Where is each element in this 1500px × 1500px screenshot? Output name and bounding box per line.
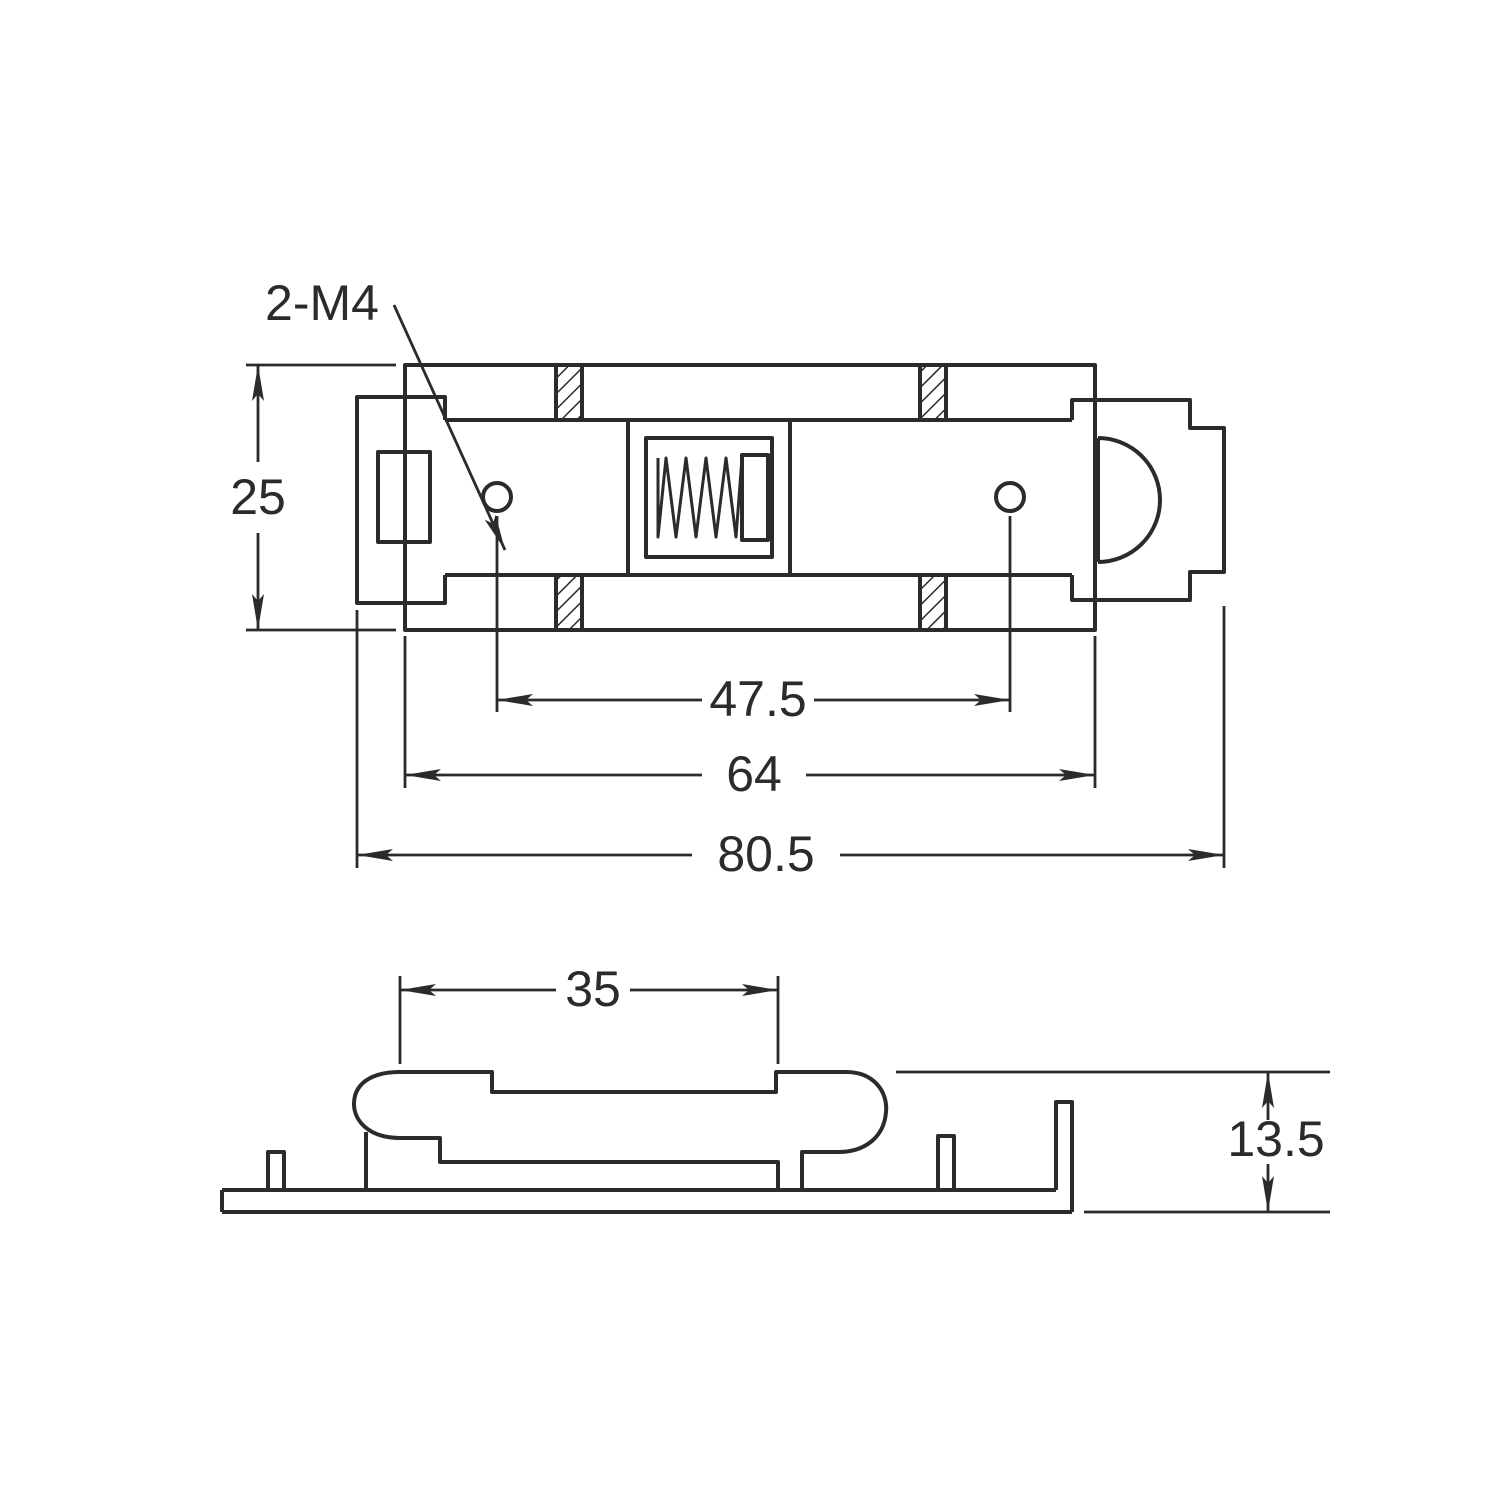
right-clip-detent [1096,436,1162,564]
plate-inner-edges [445,418,1072,577]
extension-lines [495,516,1012,712]
hook-right [1054,1100,1074,1212]
spring-housing-inner [644,436,774,559]
base-bar [220,1188,1072,1214]
mounting-hole-left [481,481,513,513]
dimension-height: 25 [230,363,396,632]
hatched-tab-top-left [554,363,584,422]
dim-hole-spacing-label: 47.5 [709,671,806,727]
side-view: 35 13.5 [220,961,1330,1214]
extension-lines [246,363,396,632]
spring-plunger [740,453,770,542]
extension-lines [896,1070,1330,1214]
hook-left [266,1150,286,1190]
spring-symbol [656,456,744,539]
extension-lines [403,636,1097,788]
dimension-hole-spacing: 47.5 [495,516,1012,727]
mounting-hole-right [994,481,1026,513]
right-clip-outline [1070,398,1226,602]
hatched-tab-top-right [918,363,948,422]
left-clip-slot [376,450,432,544]
dim-overall-width-label: 80.5 [717,826,814,882]
dim-body-width-label: 64 [726,746,782,802]
left-clip-outline [355,395,447,605]
top-view: 2-M4 25 47.5 64 [230,275,1226,882]
dimension-top-width: 35 [398,961,780,1064]
dim-profile-height-label: 13.5 [1227,1111,1324,1167]
dim-top-width-label: 35 [565,961,621,1017]
hatched-tab-bottom-left [554,573,584,632]
dimension-profile-height: 13.5 [896,1070,1330,1214]
extension-lines [355,606,1226,868]
rail-channel-outline [352,1070,889,1190]
hatched-tab-bottom-right [918,573,948,632]
dim-height-label: 25 [230,469,286,525]
spring-housing-outer [626,418,792,577]
thread-callout-label: 2-M4 [265,275,379,331]
leader-line [392,304,507,551]
hook-middle [936,1134,956,1190]
dimension-overall-width: 80.5 [355,606,1226,882]
dimension-body-width: 64 [403,636,1097,802]
rail-channel-bottom [400,1136,780,1190]
plate-outline [403,363,1097,632]
